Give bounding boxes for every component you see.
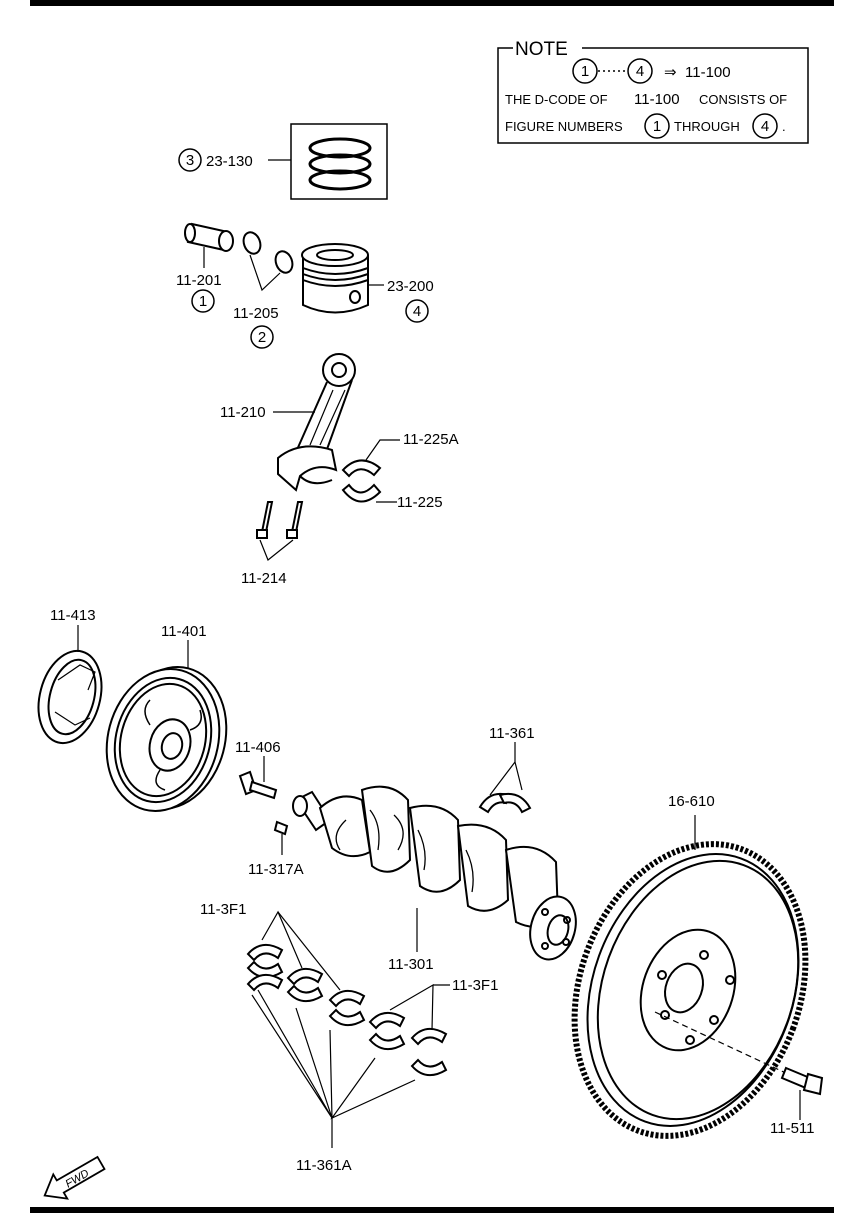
pulley-bolt bbox=[238, 770, 278, 800]
note-line3-end: . bbox=[782, 119, 786, 134]
label-11-225A: 11-225A bbox=[403, 431, 459, 448]
piston-rings bbox=[290, 123, 388, 200]
thrust-bearing bbox=[478, 792, 532, 814]
label-23-200: 23-200 bbox=[387, 278, 434, 295]
top-border bbox=[30, 0, 834, 6]
note-box: NOTE 1 4 ⇒ 11-100 THE D-CODE OF 11-100 C… bbox=[497, 39, 809, 144]
note-ref-circle-1 bbox=[572, 58, 598, 84]
label-11-201-ref: 1 bbox=[199, 293, 207, 310]
note-line3-mid: THROUGH bbox=[674, 119, 740, 134]
label-11-413: 11-413 bbox=[50, 607, 96, 624]
rod-bolts bbox=[256, 501, 304, 539]
label-11-317A: 11-317A bbox=[248, 861, 304, 878]
connecting-rod bbox=[277, 353, 356, 492]
label-11-361A: 11-361A bbox=[296, 1157, 352, 1174]
pulley-shield bbox=[37, 649, 103, 745]
label-11-214: 11-214 bbox=[241, 570, 287, 587]
rod-bearing-lower bbox=[341, 483, 382, 503]
note-line2-pre: THE D-CODE OF bbox=[505, 92, 608, 107]
crankshaft bbox=[292, 785, 577, 961]
snap-rings bbox=[242, 231, 294, 274]
note-line2-code: 11-100 bbox=[634, 91, 680, 108]
rod-bearing-upper bbox=[341, 459, 382, 478]
label-23-130: 23-130 bbox=[206, 153, 253, 170]
note-line3-from: 1 bbox=[653, 118, 661, 135]
flywheel bbox=[571, 841, 809, 1139]
label-23-130-ref: 3 bbox=[186, 152, 194, 169]
note-line2-post: CONSISTS OF bbox=[699, 92, 787, 107]
woodruff-key bbox=[273, 820, 289, 836]
label-11-406: 11-406 bbox=[235, 739, 281, 756]
label-11-3F1-right: 11-3F1 bbox=[452, 977, 498, 994]
label-23-200-ref: 4 bbox=[413, 303, 421, 320]
note-range-to: 4 bbox=[636, 63, 644, 80]
fwd-label: FWD bbox=[63, 1167, 91, 1190]
label-11-205-ref: 2 bbox=[258, 329, 266, 346]
label-11-205: 11-205 bbox=[233, 305, 279, 322]
bottom-border bbox=[30, 1207, 834, 1213]
label-11-361: 11-361 bbox=[489, 725, 535, 742]
crank-pulley bbox=[105, 666, 228, 812]
piston-pin bbox=[184, 222, 234, 252]
note-range-code: 11-100 bbox=[685, 64, 731, 81]
note-range-from: 1 bbox=[581, 63, 589, 80]
note-ref-circle-4 bbox=[627, 58, 653, 84]
label-16-610: 16-610 bbox=[668, 793, 715, 810]
label-11-3F1-left: 11-3F1 bbox=[200, 901, 246, 918]
note-implies-arrow-icon: ⇒ bbox=[664, 64, 677, 81]
label-11-201: 11-201 bbox=[176, 272, 222, 289]
flywheel-bolt bbox=[780, 1066, 824, 1096]
note-line3-to: 4 bbox=[761, 118, 769, 135]
label-11-401: 11-401 bbox=[161, 623, 207, 640]
main-bearings bbox=[246, 943, 448, 1077]
label-11-301: 11-301 bbox=[388, 956, 434, 973]
label-11-210: 11-210 bbox=[220, 404, 266, 421]
label-11-225: 11-225 bbox=[397, 494, 443, 511]
fwd-arrow-icon: FWD bbox=[43, 1155, 106, 1200]
note-title: NOTE bbox=[515, 39, 568, 60]
piston bbox=[301, 243, 369, 314]
label-11-511: 11-511 bbox=[770, 1120, 814, 1137]
note-line3-pre: FIGURE NUMBERS bbox=[505, 119, 623, 134]
